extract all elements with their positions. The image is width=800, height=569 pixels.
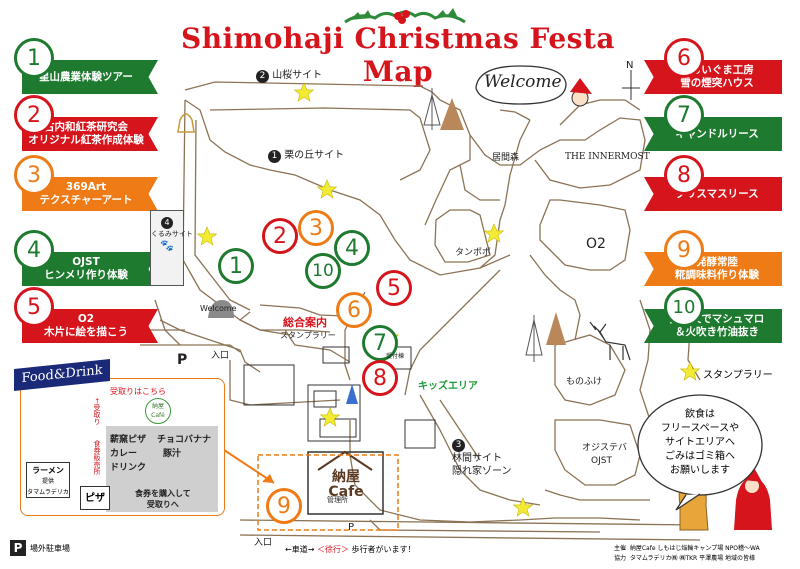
menu-curry: カレー	[110, 449, 138, 459]
event-sublabel-2: オリジナル紅茶作成体験	[28, 134, 144, 146]
ramen-stall: ラーメン 提供 タマムラデリカ	[26, 462, 70, 498]
menu-pizza: 薪窯ピザ	[110, 435, 147, 445]
notice-line: フリースペースや	[660, 423, 740, 434]
area-ojisuteba: オジステバ	[582, 443, 628, 453]
kanri-label: 管理所	[327, 496, 348, 504]
menu-tonjiru: 豚汁	[163, 449, 182, 459]
event-badge-4: 4	[14, 230, 54, 270]
map-badge-7: 7	[362, 325, 398, 361]
area-info: 総合案内	[283, 316, 327, 329]
event-label-5: O2	[77, 313, 95, 325]
holly-decoration	[340, 4, 470, 34]
event-badge-1: 1	[14, 38, 54, 78]
event-banner-10: 焚き火でマシュマロ＆火吹き竹油抜き	[644, 309, 782, 343]
map-badge-4: 4	[334, 230, 370, 266]
map-badge-9-cafe: 9	[266, 488, 302, 524]
compass-north: N	[626, 60, 634, 71]
stamp-rally-legend: スタンプラリー	[703, 370, 773, 381]
pickup-vertical: ←受取り	[93, 398, 101, 425]
area-uketsuke: 受付棟	[386, 353, 405, 360]
event-banner-2: 古内和紅茶研究会オリジナル紅茶作成体験	[22, 117, 158, 151]
notice-line: ごみはゴミ箱へ	[665, 451, 735, 462]
event-sublabel-10: ＆火吹き竹油抜き	[675, 326, 759, 338]
map-badge-3: 3	[298, 210, 334, 246]
event-sublabel-5: 木片に絵を描こう	[44, 326, 128, 338]
event-label-2: 古内和紅茶研究会	[44, 121, 128, 133]
site-rinkan: 3 林間サイト隠れ家ゾーン	[452, 439, 512, 477]
area-innermost: THE INNERMOST	[565, 152, 650, 162]
event-badge-6: 6	[664, 38, 704, 78]
event-label-4: OJST	[72, 256, 100, 268]
welcome-banner: Welcome	[484, 72, 562, 92]
area-o2: O2	[586, 236, 606, 252]
welcome-sign-rock: Welcome	[200, 304, 237, 313]
event-label-3: 369Art	[65, 181, 107, 193]
page-title: Shimohaji Christmas Festa Map	[180, 22, 616, 88]
area-ojst: OJST	[591, 456, 612, 466]
credits: 主催 納屋Cafe しもはじ焔輪キャンプ場 NPO稽〜WA 協力 タマムラデリカ…	[614, 545, 760, 562]
event-badge-3: 3	[14, 155, 54, 195]
event-banner-1: 星山農業体験ツアー	[22, 60, 158, 94]
area-stamp-rally-desk: スタンプラリー	[280, 331, 336, 340]
welcome-rock	[208, 300, 234, 318]
event-badge-10: 10	[664, 287, 704, 327]
event-sublabel-9: 糀調味料作り体験	[675, 269, 759, 281]
site-yamazakura: 2 山桜サイト	[256, 66, 322, 83]
road-note: ←車道→ ＜徐行＞ 歩行者がいます！	[285, 545, 416, 554]
event-badge-5: 5	[14, 287, 54, 327]
event-badge-8: 8	[664, 155, 704, 195]
event-badge-2: 2	[14, 95, 54, 135]
pickup-arrow-label: 受取りはこちら	[110, 387, 166, 396]
event-label-1: 星山農業体験ツアー	[39, 70, 133, 83]
menu-choco: チョコバナナ	[157, 435, 212, 445]
map-badge-6: 6	[336, 292, 372, 328]
map-badge-1: 1	[218, 248, 254, 284]
food-menu-area	[106, 426, 218, 512]
notice-line: サイトエリアへ	[665, 437, 735, 448]
event-badge-7: 7	[664, 95, 704, 135]
parking-legend: P 場外駐車場	[10, 540, 70, 556]
event-sublabel-4: ヒンメリ作り体験	[44, 269, 128, 281]
area-tanpopo: タンポポ	[455, 248, 492, 258]
map-badge-5: 5	[376, 270, 412, 306]
notice-line: お願いします	[670, 465, 730, 476]
notice-line: 飲食は	[685, 409, 715, 420]
event-badge-9: 9	[664, 230, 704, 270]
event-sublabel-6: 雪の煙突ハウス	[680, 77, 754, 89]
notice-bubble-text: 飲食はフリースペースやサイトエリアへごみはゴミ箱へお願いします	[650, 408, 750, 478]
menu-drink: ドリンク	[110, 463, 147, 473]
area-kids: キッズエリア	[418, 381, 478, 392]
parking-small: P	[348, 522, 355, 533]
cafe-name: 納屋 Cafe	[328, 469, 364, 500]
site-kurinooka: 1 栗の丘サイト	[268, 146, 344, 163]
pizza-stall: ピザ	[80, 486, 110, 510]
ticket-vertical: 食券販売所	[93, 440, 101, 475]
event-banner-7: キャンドルリース	[644, 117, 782, 151]
site-kurumi: 4 くるみサイト🐾	[150, 210, 193, 286]
map-badge-10: 10	[305, 253, 341, 289]
entrance-top: 入口	[211, 351, 230, 361]
map-badge-8: 8	[362, 360, 398, 396]
parking-main: P	[177, 352, 188, 368]
event-sublabel-3: テクスチャーアート	[39, 194, 133, 206]
map-badge-2: 2	[262, 218, 298, 254]
area-mononoke: ものふけ	[566, 377, 603, 387]
ticket-note: 食券を購入して受取りへ	[135, 489, 191, 509]
entrance-bottom: 入口	[254, 538, 273, 548]
area-igamori: 居間森	[492, 153, 520, 163]
event-label-9: 発酵常陸	[696, 256, 738, 268]
